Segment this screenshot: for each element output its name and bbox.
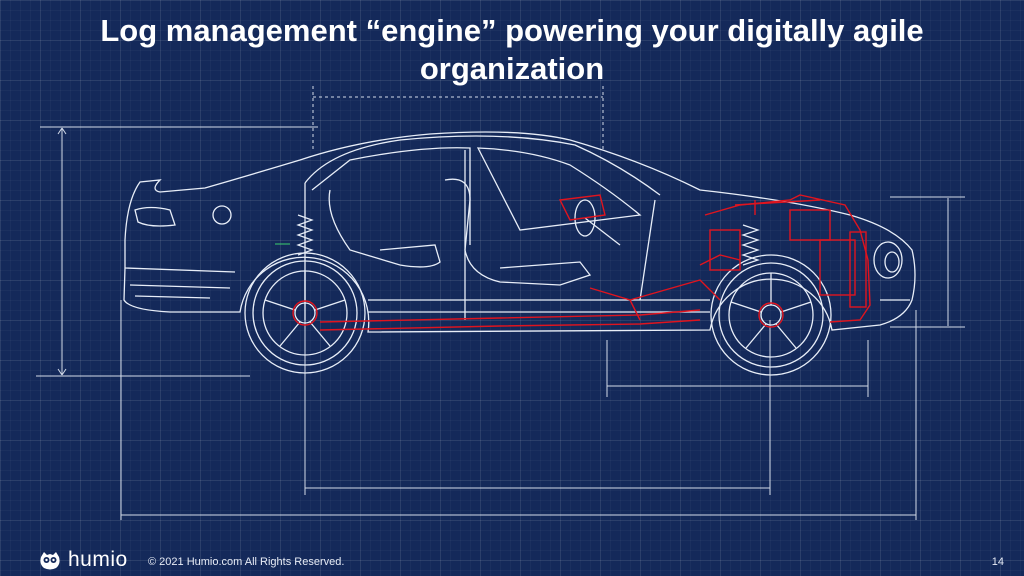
front-wheel bbox=[710, 254, 832, 376]
owl-logo-icon bbox=[40, 552, 60, 570]
engine-highlight bbox=[292, 194, 871, 331]
suspension-springs bbox=[296, 214, 760, 266]
slide-title: Log management “engine” powering your di… bbox=[100, 13, 924, 86]
brand-name: humio bbox=[68, 548, 128, 571]
copyright-text: © 2021 Humio.com All Rights Reserved. bbox=[148, 556, 345, 568]
dimension-lines bbox=[36, 86, 965, 520]
page-number: 14 bbox=[991, 556, 1004, 568]
footer-logo: humio bbox=[38, 549, 128, 571]
car-body bbox=[123, 131, 916, 333]
